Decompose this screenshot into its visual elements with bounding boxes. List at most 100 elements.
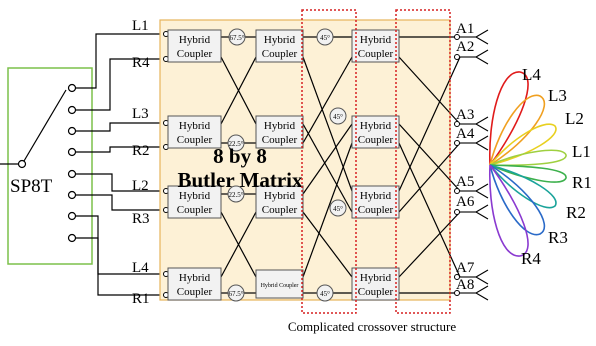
beam-lobe-r3 (489, 164, 546, 236)
phase-shifter (227, 284, 245, 302)
port-label-a4: A4 (456, 126, 475, 142)
coupler-label: Coupler (177, 286, 213, 298)
coupler-label: Hybrid (360, 272, 392, 284)
phase-label: 45° (333, 205, 343, 213)
hybrid-coupler (255, 185, 304, 219)
phase-label: 22.5° (228, 191, 243, 199)
butler-matrix-area (159, 19, 451, 301)
phase-label: 22.5° (228, 140, 243, 148)
port-label-a1: A1 (456, 21, 474, 37)
port-label-a2: A2 (456, 39, 474, 55)
port-label-r2: R2 (132, 143, 150, 159)
matrix-wiring (220, 36, 461, 294)
port-label-a5: A5 (456, 174, 474, 190)
phase-shifter (316, 284, 334, 302)
port-label-l2: L2 (132, 178, 149, 194)
antenna-symbols (460, 29, 489, 301)
coupler-column-2: Hybrid Coupler Hybrid Coupler Hybrid Cou… (255, 29, 304, 299)
phase-shifters-column-1: 67.5° 22.5° 22.5° 67.5° (227, 28, 246, 302)
port-label-r1: R1 (132, 291, 150, 307)
port-label-l3: L3 (132, 106, 149, 122)
phase-label: 67.5° (228, 290, 243, 298)
phase-shifters-column-3: 45° 45° 45° 45° (316, 28, 347, 302)
beam-label-l2: L2 (565, 109, 584, 128)
port-label-a7: A7 (456, 260, 475, 276)
right-port-terminals (454, 34, 460, 296)
coupler-label: Hybrid (360, 34, 392, 46)
beam-label-r3: R3 (548, 228, 568, 247)
switch-port-wiring (76, 33, 163, 296)
coupler-label: Hybrid (360, 190, 392, 202)
coupler-label: Hybrid (179, 120, 211, 132)
coupler-label: Coupler (358, 134, 394, 146)
beam-label-r4: R4 (521, 249, 541, 268)
hybrid-coupler (167, 185, 222, 219)
matrix-title-line1: 8 by 8 (213, 144, 267, 168)
coupler-label: Coupler (358, 204, 394, 216)
beam-label-l1: L1 (572, 142, 591, 161)
phase-shifter (228, 28, 246, 46)
coupler-label: Hybrid (264, 120, 296, 132)
phase-shifter (227, 185, 245, 203)
hybrid-coupler-small (255, 269, 304, 299)
left-port-terminals (163, 31, 169, 298)
crossover-box-right (395, 9, 451, 314)
beam-label-l4: L4 (522, 65, 541, 84)
sp8t-label: SP8T (10, 176, 53, 197)
phase-label: 67.5° (229, 34, 244, 42)
coupler-label: Hybrid (179, 190, 211, 202)
sp8t-switch-box (7, 67, 93, 265)
phase-shifter (329, 107, 347, 125)
port-label-l1: L1 (132, 18, 149, 34)
coupler-label: Coupler (177, 48, 213, 60)
coupler-label: Hybrid Coupler (261, 283, 299, 289)
phase-shifter (329, 199, 347, 217)
coupler-label: Coupler (262, 134, 298, 146)
hybrid-coupler (255, 115, 304, 149)
hybrid-coupler (351, 267, 400, 301)
port-label-r4: R4 (132, 55, 150, 71)
hybrid-coupler (351, 29, 400, 63)
coupler-label: Hybrid (179, 34, 211, 46)
coupler-label: Coupler (177, 204, 213, 216)
beam-lobe-l1 (489, 149, 567, 167)
coupler-label: Coupler (358, 48, 394, 60)
phase-shifter (227, 134, 245, 152)
coupler-column-1: Hybrid Coupler Hybrid Coupler Hybrid Cou… (167, 29, 222, 301)
port-label-a6: A6 (456, 194, 475, 210)
coupler-label: Coupler (358, 286, 394, 298)
port-label-a3: A3 (456, 107, 474, 123)
beam-lobe-l4 (488, 71, 529, 166)
beam-label-r1: R1 (572, 173, 592, 192)
hybrid-coupler (255, 29, 304, 63)
coupler-column-3: Hybrid Coupler Hybrid Coupler Hybrid Cou… (351, 29, 400, 301)
hybrid-coupler (167, 115, 222, 149)
hybrid-coupler (167, 29, 222, 63)
coupler-label: Hybrid (264, 34, 296, 46)
phase-label: 45° (320, 34, 330, 42)
coupler-label: Coupler (177, 134, 213, 146)
phase-label: 45° (320, 290, 330, 298)
phase-shifter (316, 28, 334, 46)
port-label-r3: R3 (132, 211, 150, 227)
sp8t-switch (0, 83, 77, 243)
hybrid-coupler (351, 185, 400, 219)
beam-label-r2: R2 (566, 203, 586, 222)
beam-label-l3: L3 (548, 86, 567, 105)
phase-label: 45° (333, 113, 343, 121)
hybrid-coupler (351, 115, 400, 149)
port-label-a8: A8 (456, 277, 474, 293)
beam-lobe-r4 (488, 164, 529, 257)
beam-lobe-r2 (489, 164, 557, 209)
beam-lobe-l3 (489, 94, 546, 166)
beam-pattern (488, 71, 567, 257)
port-label-l4: L4 (132, 260, 149, 276)
coupler-label: Coupler (262, 204, 298, 216)
coupler-label: Hybrid (264, 190, 296, 202)
coupler-label: Coupler (262, 48, 298, 60)
hybrid-coupler (167, 267, 222, 301)
matrix-title-line2: Butler Matrix (178, 168, 303, 192)
coupler-label: Hybrid (360, 120, 392, 132)
